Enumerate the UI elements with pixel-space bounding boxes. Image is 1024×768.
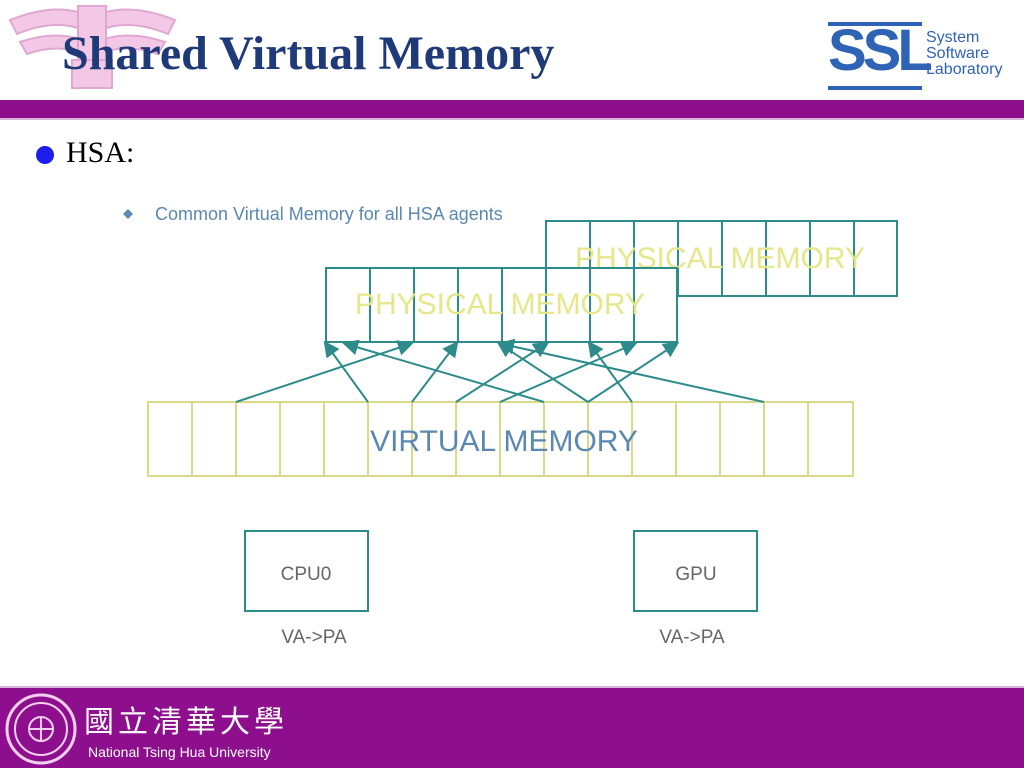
cpu0-translation: VA->PA: [281, 627, 347, 648]
ssl-letters: SSL: [828, 18, 933, 83]
mapping-arrow-1: [235, 340, 414, 403]
gpu-translation: VA->PA: [659, 627, 725, 648]
header-band-rule: [0, 118, 1024, 120]
diagram-caption: Common Virtual Memory for all HSA agents: [155, 204, 503, 224]
ssl-lab-name: System Software Laboratory: [926, 30, 1003, 78]
ssl-logo-icon: [828, 22, 922, 90]
mapping-arrow-3: [411, 340, 459, 403]
physical-memory-label-1: PHYSICAL MEMORY: [355, 288, 645, 321]
physical-memory-block-1: [325, 267, 678, 343]
university-seal-icon: [5, 693, 77, 765]
ssl-line-1: System: [926, 29, 980, 46]
cpu0-box: [244, 530, 369, 612]
ntu-emblem-icon: [8, 5, 177, 89]
gpu-label: GPU: [675, 564, 716, 585]
virtual-memory-label: VIRTUAL MEMORY: [370, 425, 638, 458]
ssl-line-3: Laboratory: [926, 61, 1003, 78]
header-band: [0, 100, 1024, 118]
university-name-english: National Tsing Hua University: [88, 744, 271, 760]
footer-band: [0, 688, 1024, 768]
mapping-arrow-9: [587, 340, 633, 403]
slide-title: Shared Virtual Memory: [62, 27, 555, 80]
university-name-chinese: 國立清華大學: [84, 705, 288, 740]
physical-memory-block-2: [545, 220, 898, 297]
footer-band-rule: [0, 686, 1024, 688]
mapping-arrows: [235, 338, 765, 403]
gpu-box: [633, 530, 758, 612]
bullet-dot-icon: [36, 146, 54, 164]
ssl-line-2: Software: [926, 45, 990, 62]
mapping-arrow-2: [323, 340, 369, 403]
mapping-arrow-6: [499, 341, 638, 403]
bullet-text: HSA:: [66, 136, 135, 169]
cpu0-label: CPU0: [281, 564, 332, 585]
mapping-arrow-5: [342, 339, 545, 403]
mapping-arrow-4: [455, 341, 550, 403]
svm-diagram: Common Virtual Memory for all HSA agents…: [123, 204, 898, 648]
mapping-arrow-10: [498, 338, 765, 403]
caption-diamond-icon: [123, 209, 133, 219]
